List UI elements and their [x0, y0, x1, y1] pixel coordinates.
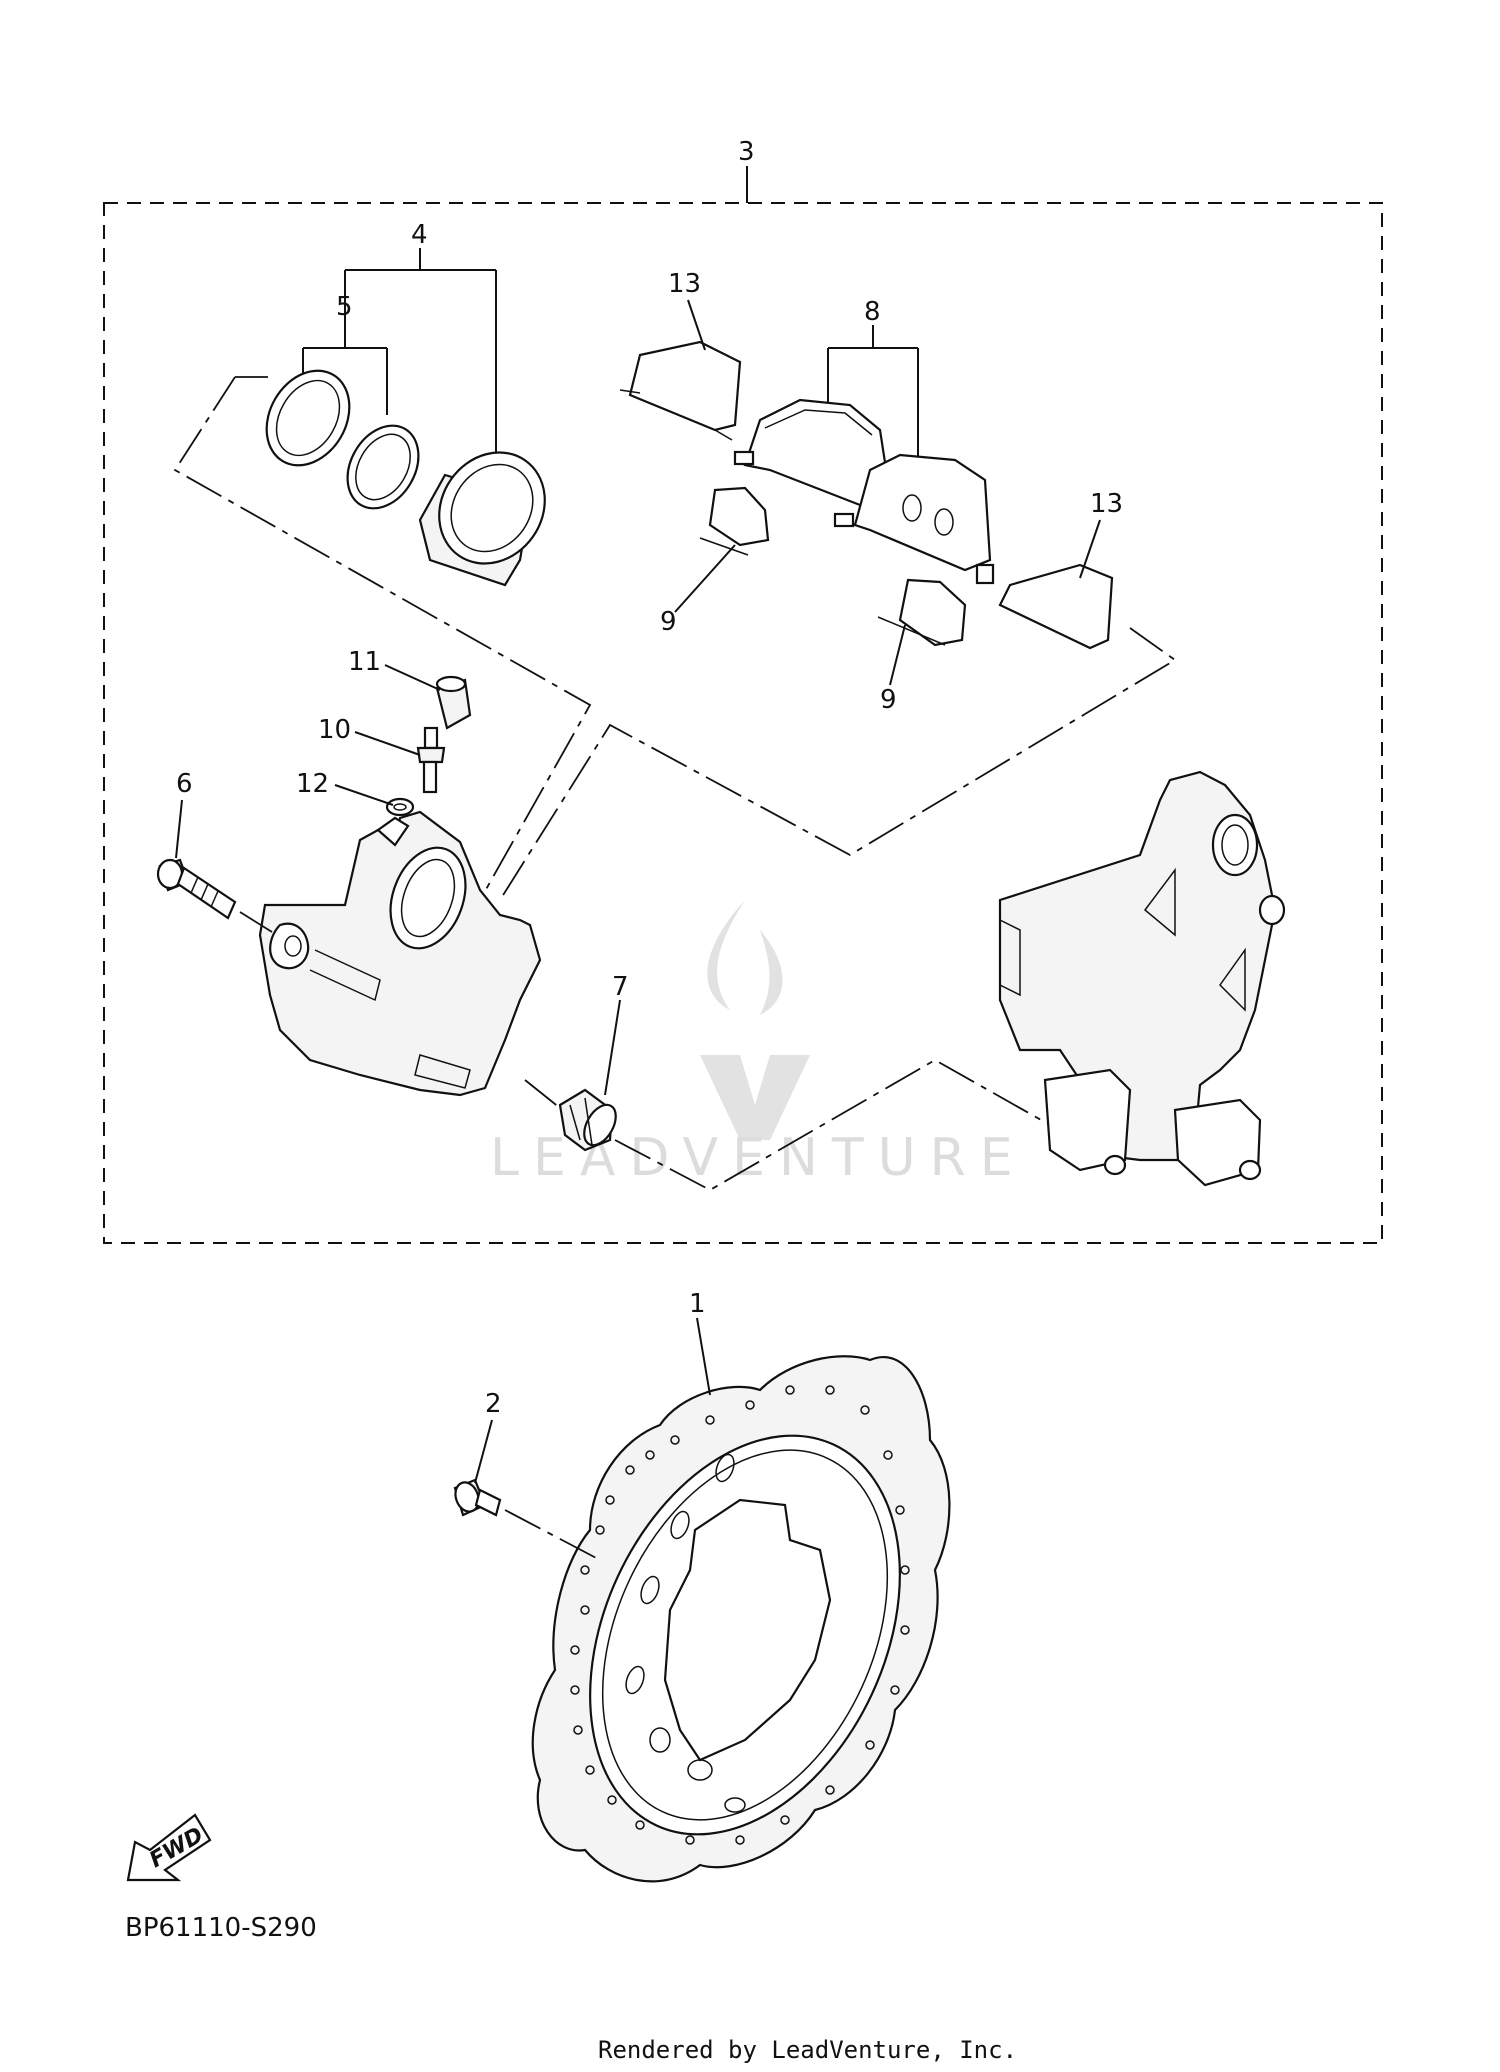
leader-11: [384, 664, 441, 691]
piston-seal-large: [265, 369, 351, 467]
callout-12: 12: [296, 769, 329, 799]
brake-pad-outer: [833, 453, 995, 585]
bleed-washer: [385, 797, 415, 817]
fwd-arrow-icon: FWD: [126, 1813, 212, 1882]
chain-line-slide: [524, 1058, 1051, 1192]
leader-1: [696, 1317, 711, 1396]
leadventure-watermark: LEADVENTURE: [490, 900, 1013, 1188]
callout-8: 8: [864, 297, 881, 327]
caliper-body: [258, 810, 542, 1097]
callout-2: 2: [485, 1389, 502, 1419]
pad-shim-lower: [998, 563, 1114, 650]
callout-5: 5: [336, 292, 353, 322]
callout-13b: 13: [1090, 489, 1123, 519]
callout-6: 6: [176, 769, 193, 799]
pad-spring-lower: [877, 578, 967, 647]
leader-10: [354, 731, 421, 756]
chain-line-bolt: [239, 911, 273, 933]
brake-disc: [531, 1355, 951, 1883]
leader-13a: [687, 299, 706, 351]
bleed-screw: [416, 726, 446, 794]
chain-line-piston: [173, 376, 592, 901]
callout-3: 3: [738, 137, 755, 167]
leader-9a: [674, 544, 736, 613]
bleed-cap: [435, 675, 472, 730]
leader-4: [344, 248, 497, 455]
caliper-assembly-box: [103, 202, 1383, 1244]
leader-9b: [889, 624, 906, 686]
caliper-bracket: [998, 770, 1286, 1187]
pad-shim-upper: [619, 340, 742, 441]
slide-pin-boot: [558, 1088, 617, 1152]
leader-13b: [1079, 519, 1101, 579]
callout-10: 10: [318, 715, 351, 745]
disc-bolt: [453, 1478, 502, 1517]
leader-7: [604, 999, 621, 1096]
diagram-code: BP61110-S290: [125, 1913, 317, 1943]
callout-4: 4: [411, 220, 428, 250]
leader-6: [175, 799, 183, 859]
callout-7: 7: [612, 972, 629, 1002]
pad-spring-upper: [699, 486, 770, 556]
callout-13a: 13: [668, 269, 701, 299]
chain-line-disc-bolt: [504, 1509, 601, 1561]
leader-2: [474, 1419, 493, 1484]
piston-seal-small: [346, 424, 420, 510]
callout-9b: 9: [880, 685, 897, 715]
caliper-piston: [418, 451, 546, 587]
rendered-by-footer: Rendered by LeadVenture, Inc.: [598, 2036, 1017, 2064]
callout-1: 1: [689, 1289, 706, 1319]
leader-12: [334, 784, 394, 806]
chain-line-pads: [499, 627, 1177, 901]
callout-11: 11: [348, 647, 381, 677]
caliper-pin-bolt: [156, 858, 237, 920]
leader-8: [827, 325, 919, 470]
callout-9a: 9: [660, 607, 677, 637]
